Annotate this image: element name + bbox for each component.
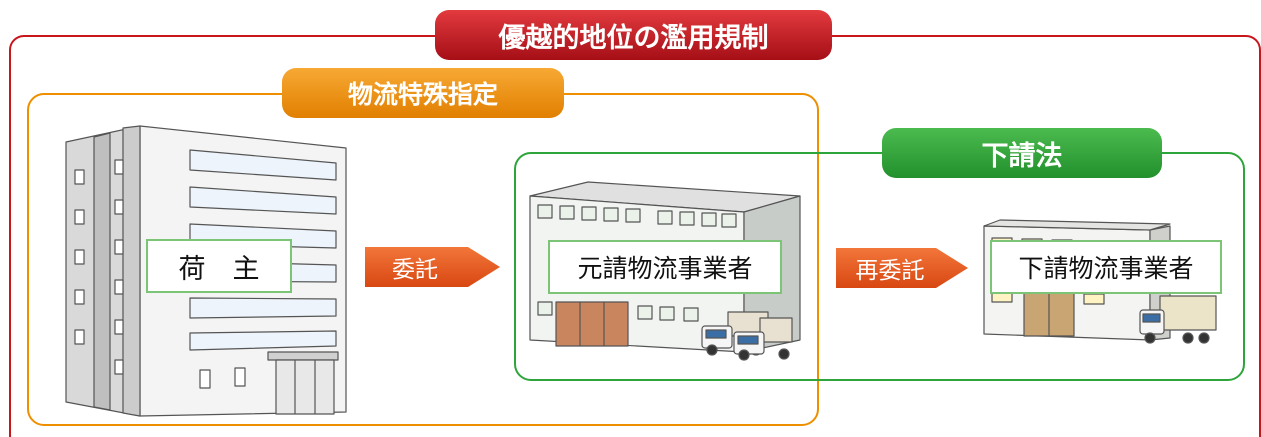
green-title-pill <box>882 128 1162 178</box>
prime-contractor-label: 元請物流事業者 <box>548 240 782 294</box>
re-entrust-arrow <box>836 248 968 288</box>
outer-frame-title: 優越的地位の濫用規制 <box>498 22 769 54</box>
green-frame-title: 下請法 <box>981 140 1063 172</box>
outer-title-pill <box>435 10 832 60</box>
shipper-building-illustration <box>65 125 347 417</box>
orange-title-pill <box>282 68 564 118</box>
entrust-label: 委託 <box>392 257 438 283</box>
shipper-label: 荷 主 <box>146 239 292 293</box>
orange-frame-title: 物流特殊指定 <box>347 80 498 109</box>
re-entrust-label: 再委託 <box>855 258 925 284</box>
subcontractor-label: 下請物流事業者 <box>990 240 1222 294</box>
green-frame <box>514 152 1245 381</box>
entrust-arrow <box>365 247 500 287</box>
